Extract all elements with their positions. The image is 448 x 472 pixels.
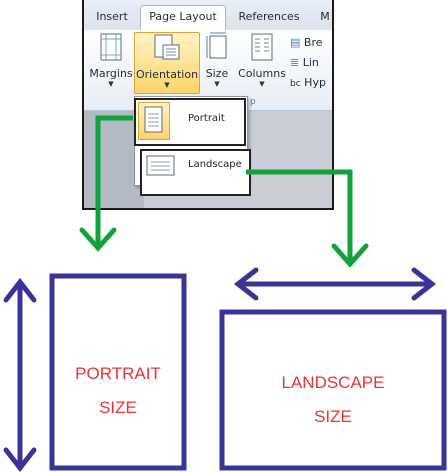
size-label: Size bbox=[205, 67, 229, 80]
hyphenation-label: Hyp bbox=[304, 76, 326, 89]
size-button[interactable]: Size ▼ bbox=[202, 32, 232, 88]
portrait-caption-line2: SIZE bbox=[99, 398, 137, 417]
orientation-label: Orientation bbox=[135, 68, 199, 81]
line-numbers-icon: ≣ bbox=[290, 56, 300, 69]
portrait-caption: PORTRAIT SIZE bbox=[54, 357, 182, 425]
portrait-height-arrow bbox=[3, 277, 37, 472]
columns-label: Columns bbox=[238, 67, 286, 80]
orientation-button[interactable]: Orientation ▼ bbox=[134, 32, 200, 94]
orientation-dropdown-caret: ▼ bbox=[164, 81, 170, 89]
group-label: p bbox=[250, 97, 256, 107]
size-icon bbox=[206, 32, 227, 59]
portrait-page-icon bbox=[144, 106, 163, 133]
landscape-caption-line1: LANDSCAPE bbox=[281, 373, 385, 392]
hyphenation-icon: bc bbox=[290, 79, 301, 89]
portrait-option[interactable]: Portrait bbox=[134, 98, 246, 146]
landscape-caption-line2: SIZE bbox=[314, 407, 352, 426]
landscape-caption: LANDSCAPE SIZE bbox=[226, 366, 440, 434]
tab-references[interactable]: References bbox=[238, 10, 300, 23]
margins-icon bbox=[100, 33, 122, 61]
breaks-label: Bre bbox=[303, 36, 323, 49]
landscape-page-frame bbox=[219, 309, 447, 471]
hyphenation-command[interactable]: bc Hyp bbox=[290, 76, 326, 89]
margins-button[interactable]: Margins ▼ bbox=[88, 32, 134, 88]
ribbon-page-setup-group: Margins ▼ Orientation ▼ Size ▼ bbox=[84, 30, 332, 111]
size-dropdown-caret: ▼ bbox=[214, 80, 220, 88]
margins-label: Margins bbox=[89, 67, 133, 80]
landscape-width-arrow bbox=[233, 267, 437, 301]
tab-mailings[interactable]: M bbox=[320, 10, 330, 23]
landscape-label: Landscape bbox=[188, 159, 242, 170]
columns-icon bbox=[251, 33, 273, 61]
landscape-page-icon bbox=[146, 155, 175, 176]
portrait-page-frame bbox=[49, 273, 187, 471]
orientation-icon bbox=[154, 34, 180, 60]
line-numbers-label: Lin bbox=[302, 56, 319, 69]
landscape-connector-arrow bbox=[246, 169, 369, 268]
ribbon-tab-bar: Insert Page Layout References M bbox=[84, 0, 332, 32]
tab-insert[interactable]: Insert bbox=[96, 10, 128, 23]
portrait-caption-line1: PORTRAIT bbox=[75, 364, 161, 383]
ribbon-screenshot: Insert Page Layout References M Margins … bbox=[82, 0, 334, 210]
breaks-command[interactable]: ▤ Bre bbox=[290, 36, 323, 49]
columns-dropdown-caret: ▼ bbox=[259, 80, 265, 88]
columns-button[interactable]: Columns ▼ bbox=[238, 32, 286, 88]
portrait-label: Portrait bbox=[188, 113, 225, 124]
group-label-bar: p bbox=[84, 96, 332, 110]
portrait-connector-arrow bbox=[79, 115, 133, 252]
breaks-icon: ▤ bbox=[290, 36, 301, 49]
tab-page-layout[interactable]: Page Layout bbox=[140, 5, 226, 32]
margins-dropdown-caret: ▼ bbox=[108, 80, 114, 88]
line-numbers-command[interactable]: ≣ Lin bbox=[290, 56, 319, 69]
